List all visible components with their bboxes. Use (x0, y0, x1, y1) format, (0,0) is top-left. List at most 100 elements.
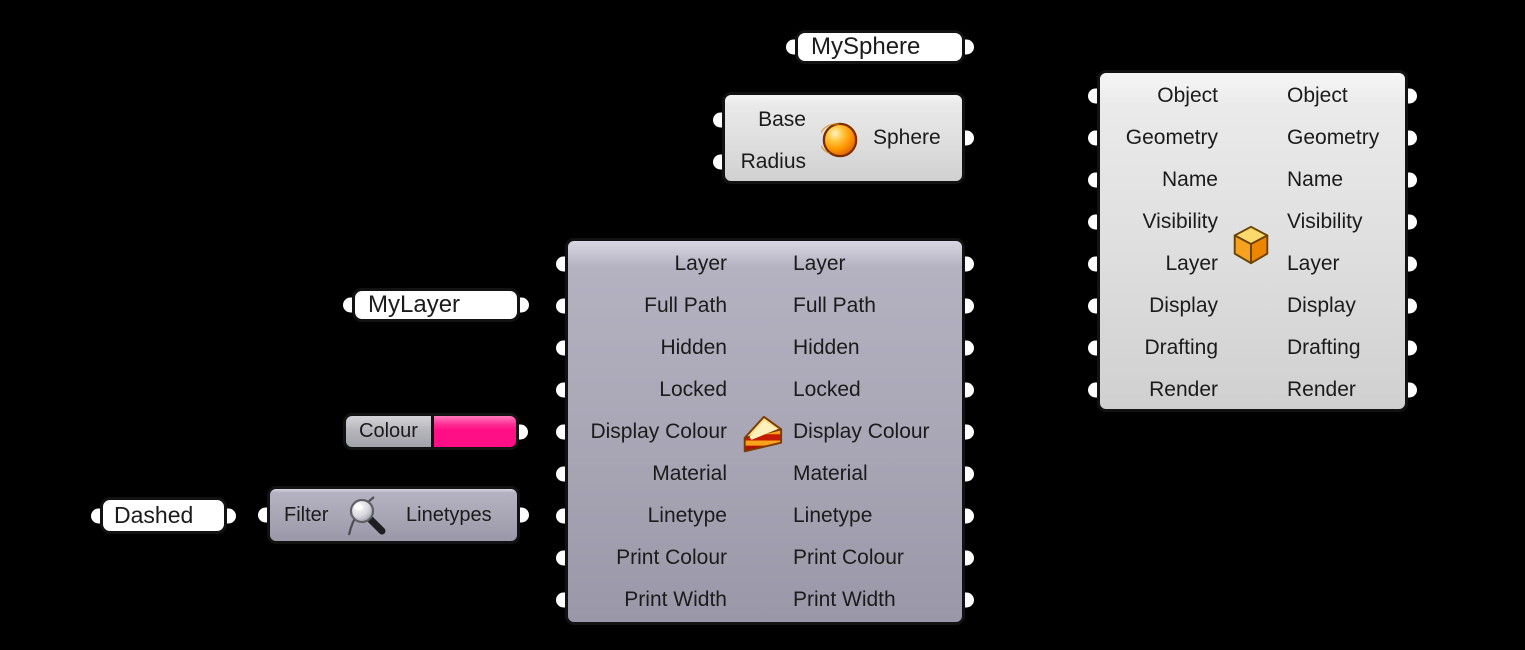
param-row: Layer Layer (1088, 243, 1417, 285)
input-param-label: Layer (674, 252, 727, 275)
input-socket[interactable] (556, 550, 565, 566)
param-row: Object Object (1088, 75, 1417, 117)
output-param-label: Print Width (793, 588, 896, 611)
input-param-label: Name (1161, 168, 1218, 191)
input-socket[interactable] (556, 298, 565, 314)
input-socket[interactable] (786, 39, 795, 55)
box-icon (1233, 225, 1269, 265)
panel-dashed[interactable]: Dashed (91, 497, 236, 534)
output-param-label: Linetypes (406, 504, 492, 526)
output-param-label: Name (1287, 168, 1344, 191)
sphere-inputs: Base Radius (713, 95, 962, 183)
output-param-label: Linetype (793, 504, 873, 527)
output-socket[interactable] (965, 256, 974, 272)
output-socket[interactable] (965, 39, 974, 55)
input-socket[interactable] (556, 382, 565, 398)
input-socket[interactable] (1088, 88, 1097, 104)
model-object-component[interactable]: Object Object Geometry Geometry Name Nam… (1088, 70, 1417, 412)
output-socket[interactable] (965, 592, 974, 608)
output-socket[interactable] (965, 382, 974, 398)
output-param-label: Display Colour (793, 420, 930, 443)
output-param-label: Locked (793, 378, 861, 401)
output-param-label: Hidden (793, 336, 860, 359)
output-socket[interactable] (965, 298, 974, 314)
output-socket[interactable] (1408, 340, 1417, 356)
param-row: Layer Layer (556, 243, 974, 285)
output-param-label: Geometry (1287, 126, 1380, 149)
input-param-label: Render (1149, 378, 1218, 401)
param-row: Name Name (1088, 159, 1417, 201)
sphere-component[interactable]: Base Radius Sphere (713, 92, 974, 184)
object-params: Object Object Geometry Geometry Name Nam… (1088, 73, 1417, 411)
output-socket[interactable] (227, 508, 236, 523)
layer-params: Layer Layer Full Path Full Path Hidden H… (556, 241, 974, 621)
output-socket[interactable] (965, 340, 974, 356)
output-socket[interactable] (519, 424, 528, 439)
linetypes-component[interactable]: Filter Linetypes (258, 486, 529, 544)
param-row: Drafting Drafting (1088, 327, 1417, 369)
param-row: Render Render (1088, 369, 1417, 411)
input-socket[interactable] (1088, 340, 1097, 356)
output-socket[interactable] (520, 507, 529, 523)
output-param-label: Layer (793, 252, 846, 275)
output-socket[interactable] (965, 550, 974, 566)
input-socket[interactable] (1088, 214, 1097, 230)
input-socket[interactable] (1088, 256, 1097, 272)
input-socket[interactable] (258, 507, 267, 523)
input-socket[interactable] (1088, 172, 1097, 188)
panel-text: MySphere (811, 33, 921, 60)
input-param-label: Drafting (1144, 336, 1218, 359)
colour-swatch-component[interactable]: Colour (343, 413, 528, 450)
output-socket[interactable] (1408, 130, 1417, 146)
output-socket[interactable] (965, 508, 974, 524)
output-param-label: Display (1287, 294, 1356, 317)
panel-mysphere[interactable]: MySphere (786, 30, 974, 64)
output-socket[interactable] (965, 466, 974, 482)
colour-label: Colour (346, 416, 434, 447)
input-socket[interactable] (556, 340, 565, 356)
input-param-label: Display (1149, 294, 1218, 317)
output-socket[interactable] (1408, 256, 1417, 272)
input-socket[interactable] (556, 424, 565, 440)
input-socket[interactable] (556, 256, 565, 272)
input-socket[interactable] (713, 154, 722, 170)
output-socket[interactable] (965, 130, 974, 146)
input-socket[interactable] (713, 112, 722, 128)
input-param-label: Layer (1165, 252, 1218, 275)
output-socket[interactable] (965, 424, 974, 440)
output-socket[interactable] (1408, 382, 1417, 398)
output-param-label: Material (793, 462, 868, 485)
input-param-label: Filter (284, 504, 329, 526)
output-param-label: Full Path (793, 294, 876, 317)
output-socket[interactable] (1408, 214, 1417, 230)
input-param-label: Full Path (644, 294, 727, 317)
output-param-label: Drafting (1287, 336, 1361, 359)
input-socket[interactable] (556, 466, 565, 482)
output-socket[interactable] (1408, 298, 1417, 314)
input-socket[interactable] (556, 592, 565, 608)
input-socket[interactable] (1088, 382, 1097, 398)
input-socket[interactable] (556, 508, 565, 524)
input-param-label: Visibility (1142, 210, 1218, 233)
param-row: Print Colour Print Colour (556, 537, 974, 579)
magnifier-icon (347, 496, 386, 536)
output-socket[interactable] (1408, 88, 1417, 104)
output-param-label: Render (1287, 378, 1356, 401)
output-param-label: Print Colour (793, 546, 904, 569)
input-socket[interactable] (1088, 298, 1097, 314)
colour-swatch[interactable] (434, 416, 516, 447)
model-layer-component[interactable]: Layer Layer Full Path Full Path Hidden H… (556, 238, 974, 625)
input-param-label: Locked (659, 378, 727, 401)
output-socket[interactable] (1408, 172, 1417, 188)
param-row: Print Width Print Width (556, 579, 974, 621)
param-row: Locked Locked (556, 369, 974, 411)
input-param-label: Hidden (660, 336, 727, 359)
output-socket[interactable] (520, 297, 529, 313)
input-socket[interactable] (91, 508, 100, 523)
param-row: Full Path Full Path (556, 285, 974, 327)
panel-mylayer[interactable]: MyLayer (343, 288, 529, 322)
input-socket[interactable] (343, 297, 352, 313)
input-socket[interactable] (1088, 130, 1097, 146)
param-row: Display Display (1088, 285, 1417, 327)
